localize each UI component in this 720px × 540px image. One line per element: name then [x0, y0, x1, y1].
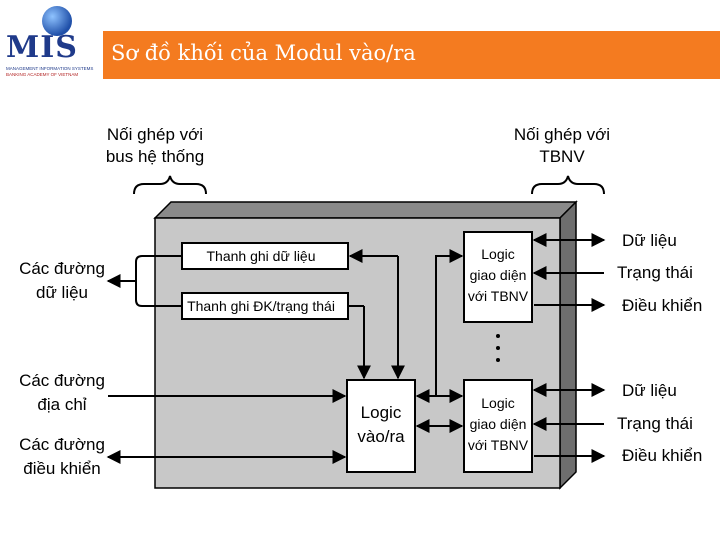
- ellipsis-dot: [496, 334, 500, 338]
- device-interface-2-line3: với TBNV: [468, 437, 529, 453]
- title-bar: Sơ đồ khối của Modul vào/ra: [103, 31, 720, 79]
- data-lines-label-2: dữ liệu: [36, 283, 88, 302]
- bottom-status-label: Trạng thái: [617, 414, 693, 433]
- control-lines-label-2: điều khiển: [23, 459, 101, 478]
- device-interface-box-2: [463, 379, 533, 473]
- left-brace: [133, 175, 207, 195]
- top-control-label: Điều khiển: [622, 296, 702, 315]
- slide-title: Sơ đồ khối của Modul vào/ra: [111, 41, 416, 65]
- logo-text: MIS: [6, 30, 78, 65]
- slide-header: MIS MANAGEMENT INFORMATION SYSTEMS BANKI…: [0, 0, 720, 84]
- mis-logo: MIS MANAGEMENT INFORMATION SYSTEMS BANKI…: [4, 6, 100, 80]
- top-right-label-line1: Nối ghép với: [514, 125, 610, 144]
- address-lines-label-2: địa chỉ: [37, 395, 86, 414]
- top-right-label-line2: TBNV: [539, 147, 585, 166]
- globe-icon: [42, 6, 72, 36]
- io-logic-line2: vào/ra: [357, 427, 405, 446]
- io-logic-line1: Logic: [361, 403, 402, 422]
- logo-subtitle-1: MANAGEMENT INFORMATION SYSTEMS: [6, 66, 94, 71]
- device-interface-2-line2: giao diện: [470, 416, 527, 432]
- logo-subtitle-2: BANKING ACADEMY OF VIETNAM: [6, 72, 79, 77]
- ellipsis-dot: [496, 346, 500, 350]
- top-data-label: Dữ liệu: [622, 231, 677, 250]
- right-brace: [531, 175, 605, 195]
- top-status-label: Trạng thái: [617, 263, 693, 282]
- io-logic-box: [346, 379, 416, 473]
- device-interface-box-1: [463, 231, 533, 323]
- bottom-control-label: Điều khiển: [622, 446, 702, 465]
- device-interface-1-line2: giao diện: [470, 267, 527, 283]
- module-top-face: [153, 201, 578, 219]
- top-left-label-line2: bus hệ thống: [106, 147, 204, 166]
- module-side-face: [559, 200, 577, 490]
- data-lines-label-1: Các đường: [19, 259, 105, 278]
- device-interface-1-line3: với TBNV: [468, 288, 529, 304]
- data-register-label: Thanh ghi dữ liệu: [207, 248, 316, 264]
- control-lines-label-1: Các đường: [19, 435, 105, 454]
- ellipsis-dot: [496, 358, 500, 362]
- device-interface-1-line1: Logic: [481, 246, 514, 262]
- address-lines-label-1: Các đường: [19, 371, 105, 390]
- bottom-data-label: Dữ liệu: [622, 381, 677, 400]
- status-register-label: Thanh ghi ĐK/trạng thái: [187, 298, 335, 314]
- top-left-label-line1: Nối ghép với: [107, 125, 203, 144]
- device-interface-2-line1: Logic: [481, 395, 514, 411]
